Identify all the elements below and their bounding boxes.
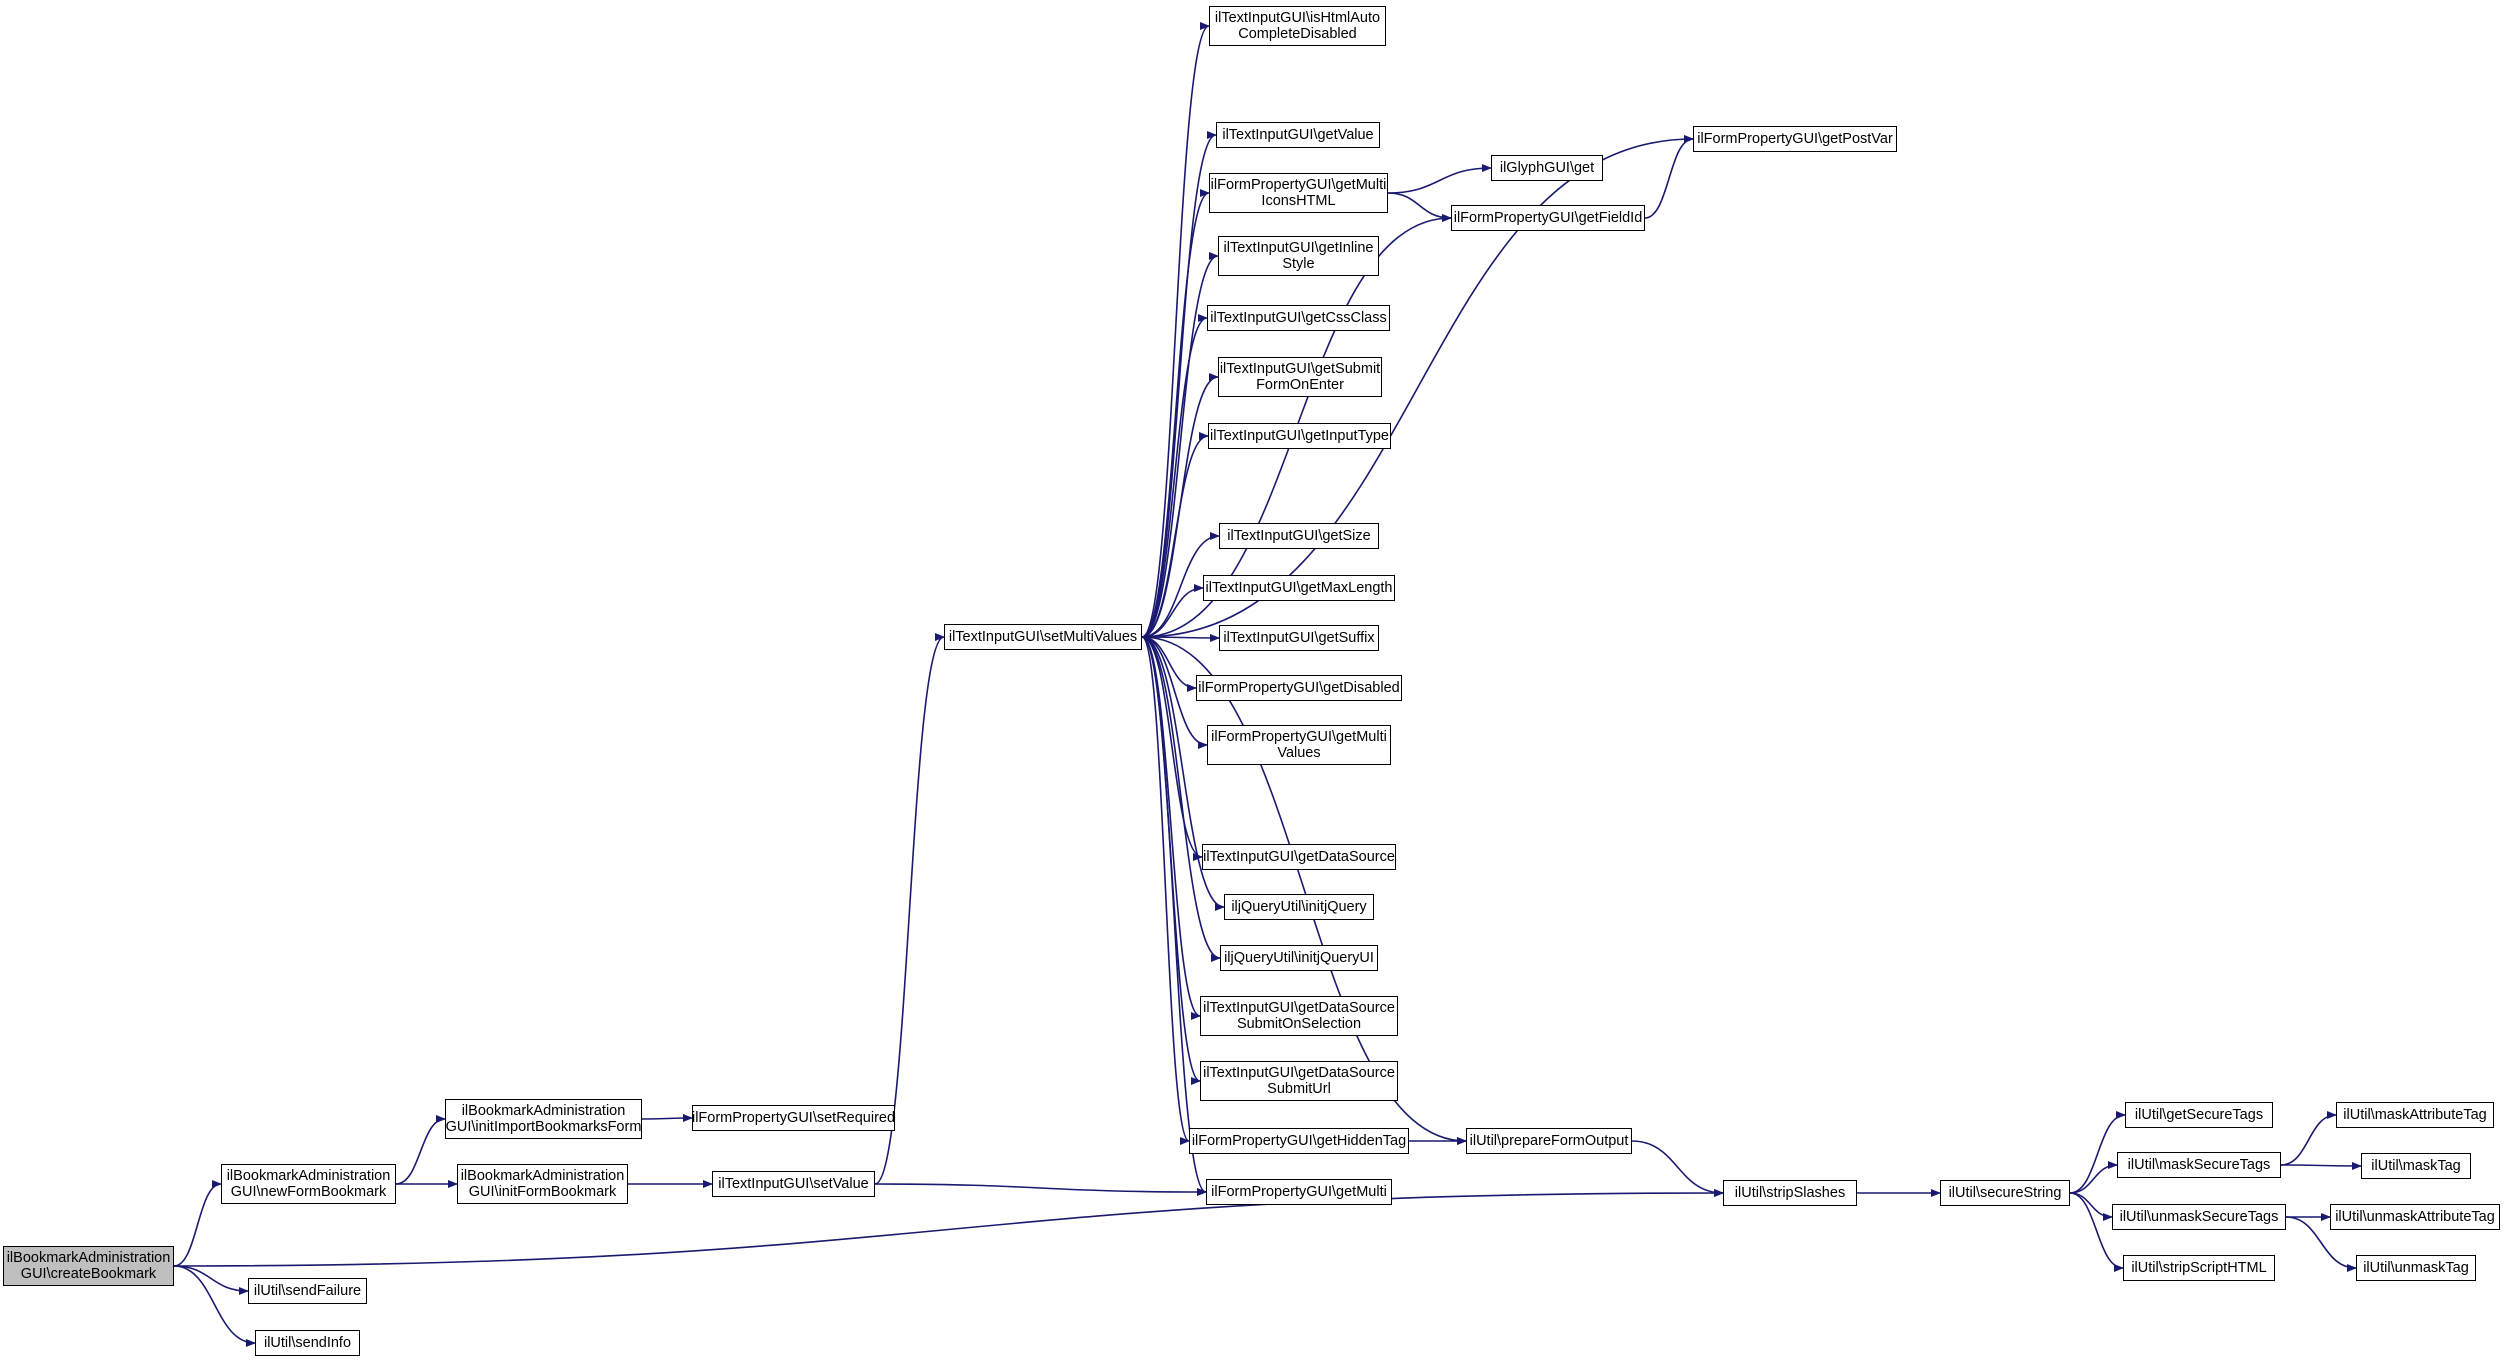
call-edge-setValue-to-getMulti (874, 1183, 1207, 1196)
call-edge-getMultiIconsHTML-to-glyphGet (1387, 164, 1492, 194)
node-get-multi-values[interactable]: ilFormPropertyGUI\getMulti Values (1207, 725, 1391, 765)
node-strip-slashes[interactable]: ilUtil\stripSlashes (1723, 1180, 1857, 1206)
node-unmask-attribute-tag[interactable]: ilUtil\unmaskAttributeTag (2330, 1204, 2500, 1230)
node-init-form-bookmark[interactable]: ilBookmarkAdministration GUI\initFormBoo… (457, 1164, 628, 1204)
node-set-multi-values[interactable]: ilTextInputGUI\setMultiValues (944, 624, 1142, 650)
call-edge-newFormBookmark-to-initImportBookmarksForm (395, 1115, 446, 1185)
node-unmask-tag[interactable]: ilUtil\unmaskTag (2356, 1255, 2476, 1281)
call-edge-createBookmark-to-sendFailure (173, 1265, 249, 1295)
call-edge-initImportBookmarksForm-to-setRequired (641, 1114, 693, 1123)
call-edge-createBookmark-to-stripSlashes (173, 1189, 1724, 1267)
call-edge-secureString-to-unmaskSecureTags (2069, 1192, 2113, 1221)
node-mask-attribute-tag[interactable]: ilUtil\maskAttributeTag (2336, 1102, 2494, 1128)
call-edge-secureString-to-maskSecureTags (2069, 1161, 2118, 1194)
node-get-css-class[interactable]: ilTextInputGUI\getCssClass (1207, 305, 1390, 331)
node-get-secure-tags[interactable]: ilUtil\getSecureTags (2125, 1102, 2273, 1128)
call-edge-secureString-to-stripScriptHTML (2069, 1192, 2124, 1272)
node-get-post-var[interactable]: ilFormPropertyGUI\getPostVar (1693, 126, 1897, 152)
call-edge-setMultiValues-to-getHiddenTag (1141, 636, 1190, 1145)
call-edge-maskSecureTags-to-maskAttributeTag (2280, 1111, 2337, 1166)
node-get-input-type[interactable]: ilTextInputGUI\getInputType (1208, 423, 1391, 449)
node-get-submit-form-on-enter[interactable]: ilTextInputGUI\getSubmit FormOnEnter (1218, 357, 1382, 397)
call-edge-setMultiValues-to-getInputType (1141, 432, 1209, 638)
call-edge-createBookmark-to-newFormBookmark (173, 1180, 222, 1267)
node-new-form-bookmark[interactable]: ilBookmarkAdministration GUI\newFormBook… (221, 1164, 396, 1204)
node-prepare-form-output[interactable]: ilUtil\prepareFormOutput (1466, 1128, 1632, 1154)
node-glyph-get[interactable]: ilGlyphGUI\get (1491, 155, 1603, 181)
call-edge-setMultiValues-to-getCssClass (1141, 314, 1208, 638)
node-get-data-source-submit-on-selection[interactable]: ilTextInputGUI\getDataSource SubmitOnSel… (1200, 996, 1398, 1036)
call-edge-prepareFormOutput-to-stripSlashes (1631, 1140, 1724, 1197)
node-set-required[interactable]: ilFormPropertyGUI\setRequired (692, 1105, 895, 1131)
node-send-info[interactable]: ilUtil\sendInfo (255, 1330, 360, 1356)
call-edge-setMultiValues-to-getMulti (1141, 636, 1207, 1196)
node-mask-secure-tags[interactable]: ilUtil\maskSecureTags (2117, 1152, 2281, 1178)
node-strip-script-html[interactable]: ilUtil\stripScriptHTML (2123, 1255, 2275, 1281)
node-get-suffix[interactable]: ilTextInputGUI\getSuffix (1219, 625, 1379, 651)
node-init-jquery-ui[interactable]: iljQueryUtil\initjQueryUI (1220, 945, 1378, 971)
node-mask-tag[interactable]: ilUtil\maskTag (2361, 1153, 2471, 1179)
node-set-value[interactable]: ilTextInputGUI\setValue (712, 1171, 875, 1197)
call-edge-createBookmark-to-sendInfo (173, 1265, 256, 1347)
call-edge-setMultiValues-to-getSize (1141, 532, 1220, 638)
node-get-data-source[interactable]: ilTextInputGUI\getDataSource (1202, 844, 1396, 870)
node-get-multi-icons-html[interactable]: ilFormPropertyGUI\getMulti IconsHTML (1209, 173, 1388, 213)
node-get-data-source-submit-url[interactable]: ilTextInputGUI\getDataSource SubmitUrl (1200, 1061, 1398, 1101)
call-edge-setMultiValues-to-getDataSource (1141, 636, 1203, 861)
node-unmask-secure-tags[interactable]: ilUtil\unmaskSecureTags (2112, 1204, 2286, 1230)
call-edge-setMultiValues-to-initjQuery (1141, 636, 1225, 911)
node-get-field-id[interactable]: ilFormPropertyGUI\getFieldId (1451, 205, 1645, 231)
node-is-html-auto-complete-disabled[interactable]: ilTextInputGUI\isHtmlAuto CompleteDisabl… (1209, 6, 1386, 46)
call-edge-setMultiValues-to-getMultiValues (1141, 636, 1208, 749)
call-edge-setMultiValues-to-prepareFormOutput (1141, 636, 1467, 1145)
call-edge-setMultiValues-to-initjQueryUI (1141, 636, 1221, 962)
call-edge-secureString-to-getSecureTags (2069, 1111, 2126, 1194)
call-edge-maskSecureTags-to-maskTag (2280, 1161, 2362, 1170)
node-get-size[interactable]: ilTextInputGUI\getSize (1219, 523, 1379, 549)
node-get-inline-style[interactable]: ilTextInputGUI\getInline Style (1218, 236, 1379, 276)
call-edge-unmaskSecureTags-to-unmaskTag (2285, 1216, 2357, 1272)
node-get-multi[interactable]: ilFormPropertyGUI\getMulti (1206, 1179, 1392, 1205)
call-edge-getMultiIconsHTML-to-getFieldId (1387, 192, 1452, 222)
node-get-max-length[interactable]: ilTextInputGUI\getMaxLength (1203, 575, 1395, 601)
call-edge-setMultiValues-to-getMultiIconsHTML (1141, 189, 1210, 638)
node-secure-string[interactable]: ilUtil\secureString (1940, 1180, 2070, 1206)
call-edge-setMultiValues-to-getInlineStyle (1141, 252, 1219, 638)
call-edge-setValue-to-setMultiValues (874, 633, 945, 1185)
node-get-disabled[interactable]: ilFormPropertyGUI\getDisabled (1196, 675, 1402, 701)
node-get-hidden-tag[interactable]: ilFormPropertyGUI\getHiddenTag (1189, 1128, 1409, 1154)
call-edge-setMultiValues-to-getMaxLength (1141, 584, 1204, 638)
node-init-jquery[interactable]: iljQueryUtil\initjQuery (1224, 894, 1374, 920)
call-edge-setMultiValues-to-isHtmlAutoCompleteDisabled (1141, 22, 1210, 638)
call-edge-setMultiValues-to-getValue (1141, 131, 1217, 638)
call-edge-getFieldId-to-getPostVar (1644, 135, 1694, 219)
node-init-import-bookmarks-form[interactable]: ilBookmarkAdministration GUI\initImportB… (445, 1099, 642, 1139)
node-get-value[interactable]: ilTextInputGUI\getValue (1216, 122, 1380, 148)
node-send-failure[interactable]: ilUtil\sendFailure (248, 1278, 367, 1304)
node-create-bookmark[interactable]: ilBookmarkAdministration GUI\createBookm… (3, 1246, 174, 1286)
